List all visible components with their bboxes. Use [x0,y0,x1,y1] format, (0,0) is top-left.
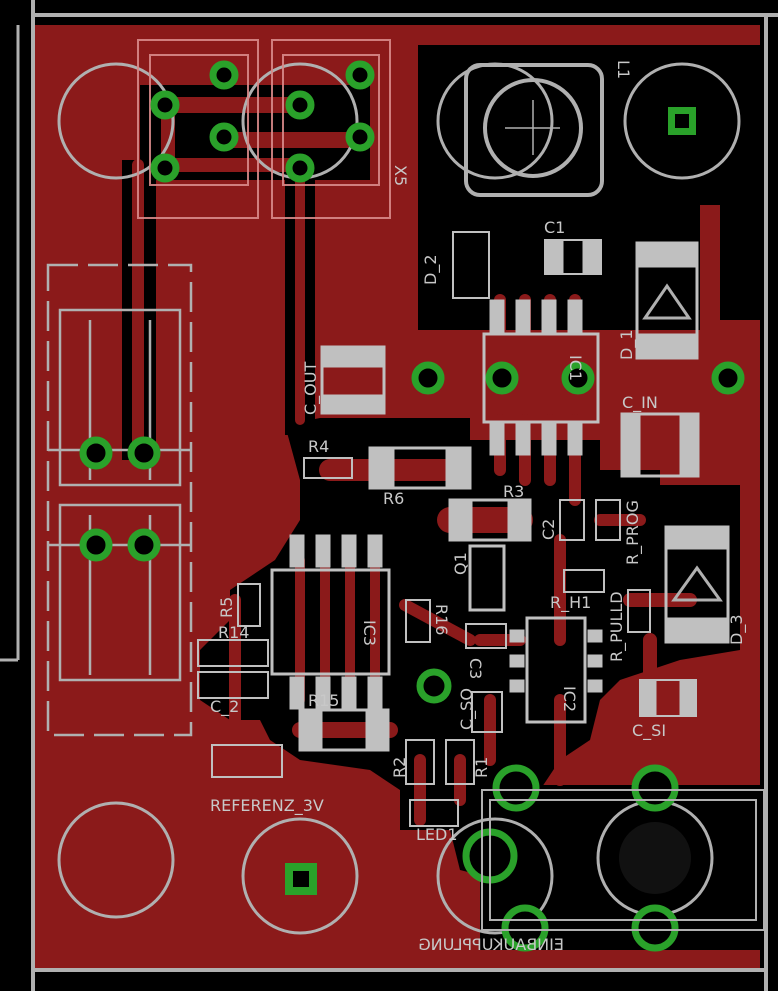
label-c-out: C_OUT [301,362,321,415]
label-r16: R16 [432,604,451,635]
label-d3: D_3 [727,615,747,646]
vias [79,60,745,952]
mounting-hole-bottom-center [241,817,359,935]
label-r15: R15 [308,691,339,710]
label-r4: R4 [308,437,329,456]
connector-x5 [137,39,391,219]
label-c-2: C_2 [210,697,239,717]
label-c1: C1 [544,218,565,237]
label-referenz-3v: REFERENZ_3V [210,796,324,816]
label-r-prog: R_PROG [623,500,643,565]
label-ic3: IC3 [360,620,379,646]
label-d1: D_1 [617,330,637,361]
label-c-so: C_SO [457,688,477,730]
label-r2: R2 [390,757,409,778]
smd-components [197,231,730,827]
mounting-hole-bottom-left [57,801,175,919]
diode-markers [642,283,723,602]
square-pad [285,863,317,895]
label-r6: R6 [383,489,404,508]
label-c-in: C_IN [622,393,658,413]
label-einbaukupplung: EINBAUKUPPLUNG [418,935,564,954]
label-l1: L1 [614,60,633,79]
mounting-hole-top-left [57,62,175,180]
label-r3: R3 [503,482,524,501]
label-x5: X5 [391,165,410,186]
label-led1: LED1 [416,825,458,844]
mounting-hole-l1 [623,62,741,180]
connector-hole [619,822,691,894]
label-c-si: C_SI [632,721,666,741]
label-r5: R5 [217,597,236,618]
label-ic1: IC1 [566,355,585,381]
left-connector-footprint [46,263,193,737]
mounting-hole-bottom-right [436,817,554,935]
label-r14: R14 [218,623,249,642]
einbaukupplung-outline [481,789,765,931]
label-q1: Q1 [451,552,470,575]
label-r-pulld: R_PULLD [607,591,627,662]
label-c3: C3 [466,658,485,679]
silkscreen-labels: X5 L1 C1 D_2 D_1 IC1 C_OUT C_IN R4 R6 R3… [210,60,747,954]
label-ic2: IC2 [560,686,579,712]
label-r-h1: R_H1 [550,593,591,613]
label-r1: R1 [472,757,491,778]
inductor-l1 [464,63,696,197]
label-c2: C2 [539,519,558,540]
label-d2: D_2 [421,255,441,286]
